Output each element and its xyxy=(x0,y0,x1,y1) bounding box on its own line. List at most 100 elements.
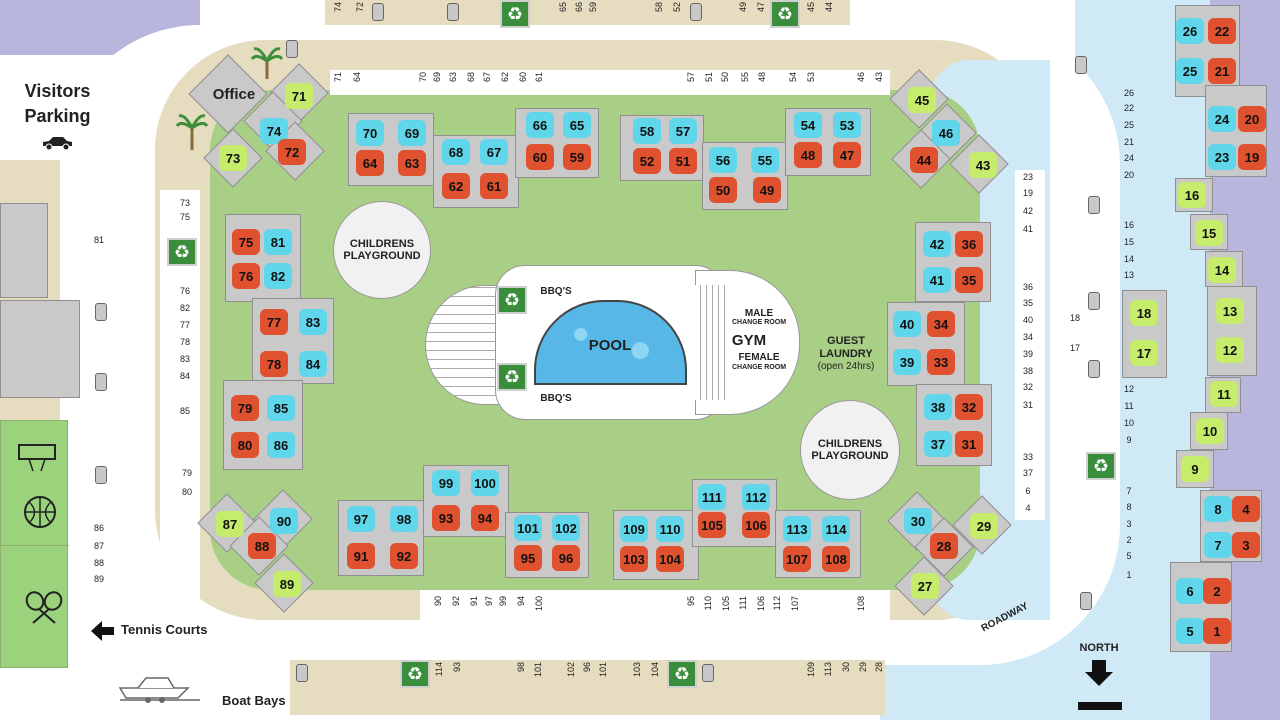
unit-12: 12 xyxy=(1216,337,1244,363)
bin-icon xyxy=(296,664,308,682)
parking-space-80: 80 xyxy=(181,487,192,497)
parking-space-101: 101 xyxy=(533,662,543,678)
parking-space-109: 109 xyxy=(806,662,816,678)
unit-96: 96 xyxy=(552,545,580,571)
bin-icon xyxy=(690,3,702,21)
unit-113: 113 xyxy=(783,516,811,542)
male-label: MALE xyxy=(744,308,774,319)
unit-84: 84 xyxy=(299,351,327,377)
unit-65: 65 xyxy=(563,112,591,138)
unit-13: 13 xyxy=(1216,298,1244,324)
parking-space-30: 30 xyxy=(841,662,851,673)
unit-100: 100 xyxy=(471,470,499,496)
unit-98: 98 xyxy=(390,506,418,532)
parking-space-35: 35 xyxy=(1022,298,1033,308)
unit-95: 95 xyxy=(514,545,542,571)
visitors-parking-label-1: Visitors xyxy=(24,81,91,101)
unit-71: 71 xyxy=(285,83,313,109)
unit-63: 63 xyxy=(398,150,426,176)
parking-space-113: 113 xyxy=(823,662,833,677)
parking-space-66: 66 xyxy=(574,2,584,13)
parking-space-87: 87 xyxy=(93,541,104,551)
visitors-parking-sign: Visitors Parking xyxy=(0,55,115,160)
recycle-icon-north-1: ♻ xyxy=(500,0,530,28)
tennis-racket-icon xyxy=(25,591,63,624)
parking-space-74: 74 xyxy=(333,2,343,13)
unit-47: 47 xyxy=(833,142,861,168)
unit-78: 78 xyxy=(260,351,288,377)
unit-50: 50 xyxy=(709,177,737,203)
parking-space-26: 26 xyxy=(1123,88,1134,98)
left-building-2 xyxy=(0,300,80,398)
north-label: NORTH xyxy=(1079,642,1119,654)
parking-space-107: 107 xyxy=(790,596,800,612)
parking-space-5: 5 xyxy=(1126,551,1132,561)
parking-space-20: 20 xyxy=(1123,170,1134,180)
parking-space-81: 81 xyxy=(93,235,104,245)
sports-courts xyxy=(0,420,69,668)
unit-83: 83 xyxy=(299,309,327,335)
parking-space-3: 3 xyxy=(1126,519,1132,529)
parking-space-95: 95 xyxy=(686,596,696,607)
unit-75: 75 xyxy=(232,229,260,255)
boat-icon xyxy=(118,677,200,703)
parking-space-11: 11 xyxy=(1124,401,1134,411)
parking-space-37: 37 xyxy=(1022,468,1033,478)
parking-space-72: 72 xyxy=(355,2,365,13)
parking-space-99: 99 xyxy=(498,596,508,607)
parking-space-46: 46 xyxy=(856,72,866,83)
parking-space-40: 40 xyxy=(1022,315,1033,325)
unit-28: 28 xyxy=(930,533,958,559)
unit-109: 109 xyxy=(620,516,648,542)
parking-space-82: 82 xyxy=(179,303,190,313)
unit-38: 38 xyxy=(924,394,952,420)
recycle-icon-bbq-bottom: ♻ xyxy=(497,363,527,391)
unit-102: 102 xyxy=(552,515,580,541)
unit-97: 97 xyxy=(347,506,375,532)
guest-laundry-label-3: (open 24hrs) xyxy=(817,361,875,372)
bin-icon xyxy=(702,664,714,682)
top-inner-road xyxy=(330,70,890,95)
guest-laundry-label-2: LAUNDRY xyxy=(819,348,873,360)
unit-81: 81 xyxy=(264,229,292,255)
parking-space-44: 44 xyxy=(824,2,834,13)
parking-space-29: 29 xyxy=(858,662,868,673)
unit-6: 6 xyxy=(1176,578,1204,604)
parking-space-25: 25 xyxy=(1123,120,1134,130)
playground-left-label-1: CHILDRENS xyxy=(349,238,415,250)
unit-88: 88 xyxy=(248,533,276,559)
parking-space-89: 89 xyxy=(93,574,104,584)
unit-25: 25 xyxy=(1176,58,1204,84)
unit-79: 79 xyxy=(231,395,259,421)
parking-space-96: 96 xyxy=(582,662,592,673)
parking-space-23: 23 xyxy=(1022,172,1033,182)
recycle-icon-bbq-top: ♻ xyxy=(497,286,527,314)
bin-icon xyxy=(1088,292,1100,310)
bin-icon xyxy=(372,3,384,21)
unit-18: 18 xyxy=(1130,300,1158,326)
unit-67: 67 xyxy=(480,139,508,165)
parking-space-92: 92 xyxy=(451,596,461,607)
bin-icon xyxy=(95,373,107,391)
unit-85: 85 xyxy=(267,395,295,421)
parking-space-86: 86 xyxy=(93,523,104,533)
unit-82: 82 xyxy=(264,263,292,289)
parking-space-94: 94 xyxy=(516,596,526,607)
unit-72: 72 xyxy=(278,139,306,165)
parking-space-111: 111 xyxy=(738,596,748,610)
car-icon xyxy=(43,137,72,151)
parking-space-57: 57 xyxy=(686,72,696,83)
unit-108: 108 xyxy=(822,546,850,572)
unit-55: 55 xyxy=(751,147,779,173)
unit-112: 112 xyxy=(742,484,770,510)
parking-space-53: 53 xyxy=(806,72,816,83)
arrow-down-icon xyxy=(1085,660,1113,686)
unit-29: 29 xyxy=(970,513,998,539)
recycle-icon-west: ♻ xyxy=(167,238,197,266)
unit-52: 52 xyxy=(633,148,661,174)
parking-space-36: 36 xyxy=(1022,282,1033,292)
unit-87: 87 xyxy=(216,511,244,537)
unit-45: 45 xyxy=(908,87,936,113)
palm-tree-icon-2 xyxy=(176,114,209,150)
unit-62: 62 xyxy=(442,173,470,199)
